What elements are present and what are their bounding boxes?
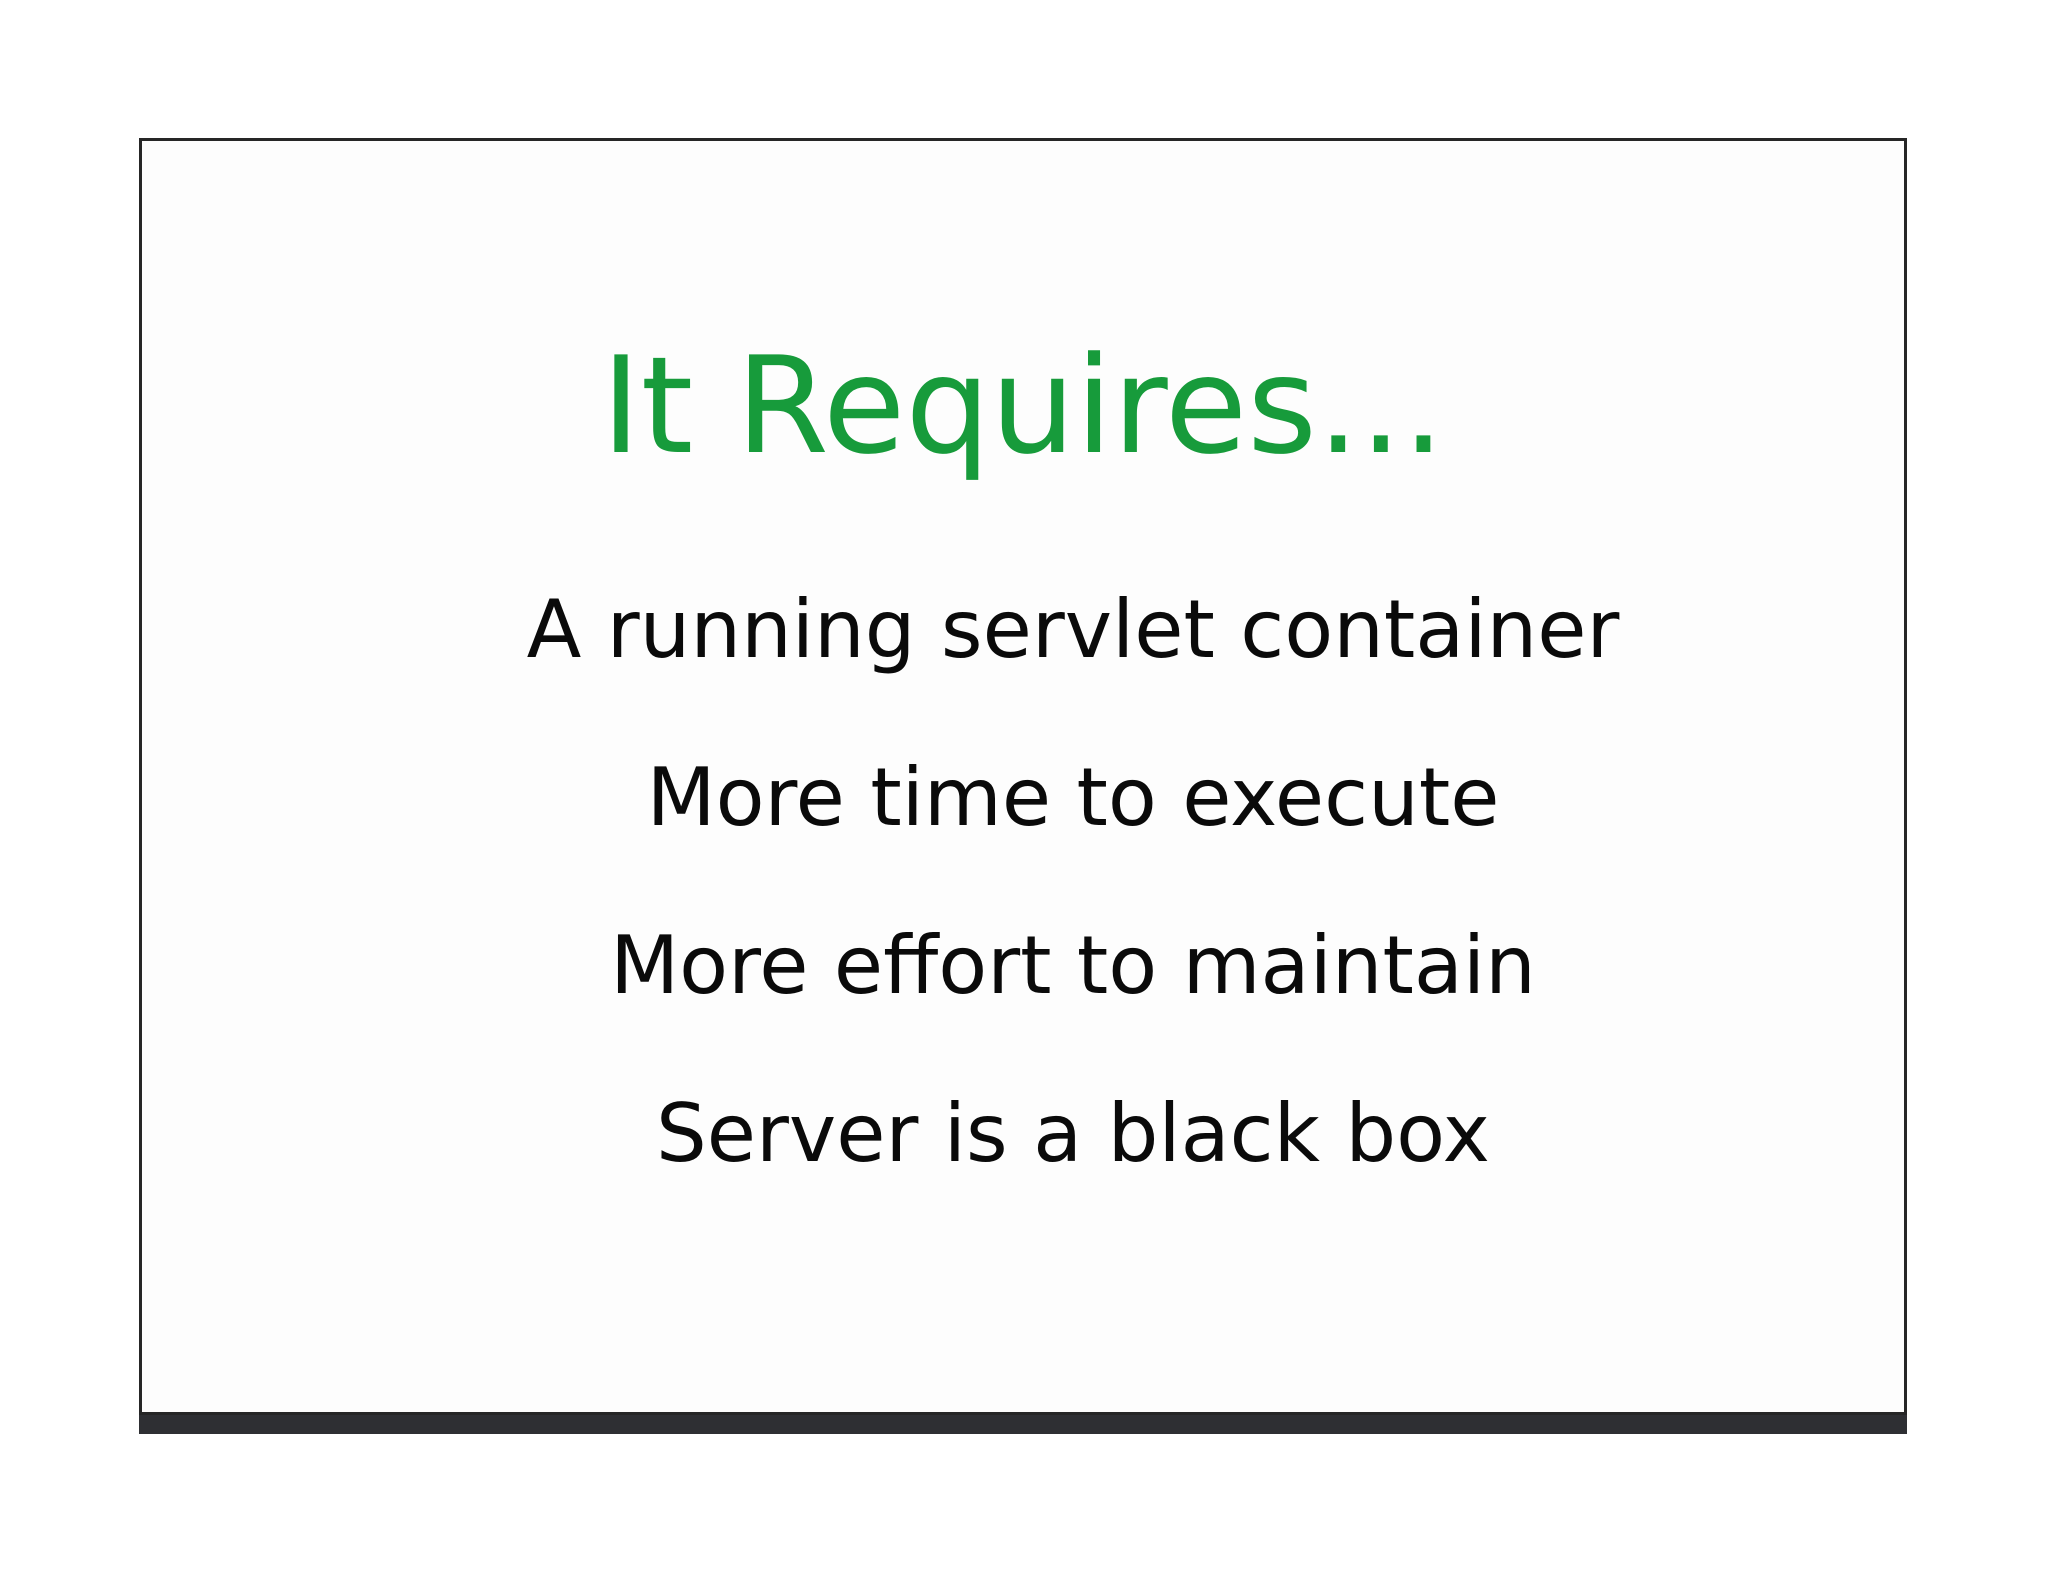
- slide-bottom-shadow: [139, 1415, 1907, 1434]
- slide-body: A running servlet container More time to…: [242, 546, 1904, 1218]
- slide-title: It Requires...: [601, 328, 1445, 484]
- slide: It Requires... A running servlet contain…: [139, 138, 1907, 1415]
- bullet-line: More time to execute: [646, 751, 1500, 844]
- bullet-line: Server is a black box: [656, 1087, 1490, 1180]
- bullet-line: A running servlet container: [526, 583, 1620, 676]
- bullet-line: More effort to maintain: [610, 919, 1536, 1012]
